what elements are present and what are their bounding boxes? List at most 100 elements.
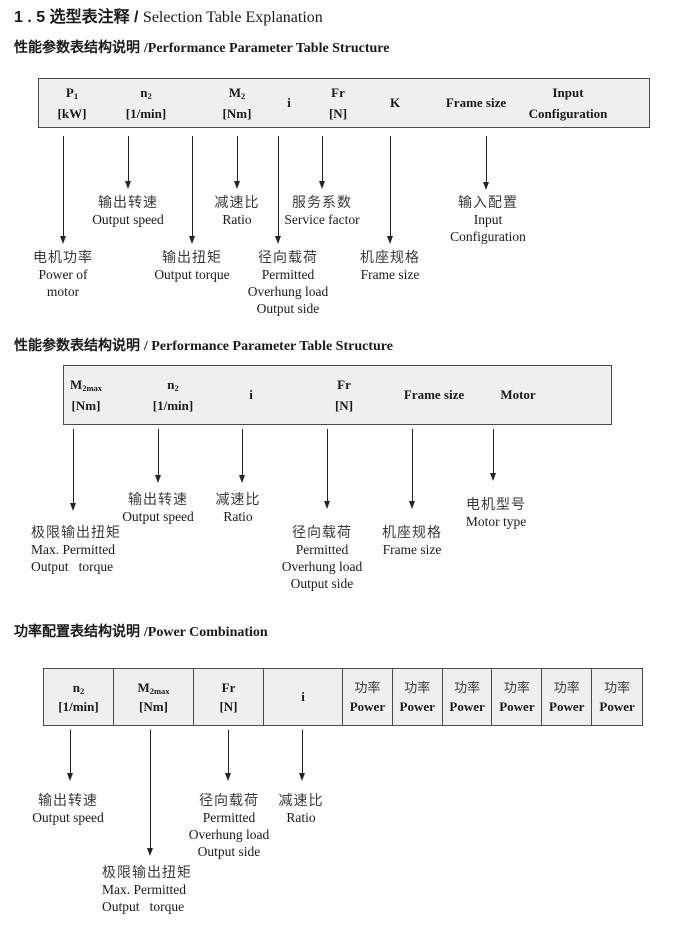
table2-col-m2max: M2max [Nm]	[70, 366, 102, 424]
table1-col-frame-size-text: Frame size	[445, 95, 507, 110]
label-max-output-torque: 极限输出扭矩 Max. Permitted Output torque	[31, 524, 121, 575]
table3-col-i: i	[264, 669, 343, 725]
table1-col-i-symbol: i	[287, 95, 291, 110]
table3-col-i-symbol: i	[301, 689, 305, 704]
label-overhung-load-zh: 径向载荷	[291, 524, 352, 540]
section1-heading-en: /Performance Parameter Table Structure	[143, 41, 390, 56]
down-arrow-icon	[275, 136, 281, 244]
label-max-output-torque-en2: Output torque	[31, 559, 114, 574]
label-frame-size: 机座规格 Frame size	[382, 524, 442, 558]
label-ratio: 减速比 Ratio	[216, 491, 261, 525]
label-output-speed-zh: 输出转速	[38, 792, 98, 808]
down-arrow-icon	[155, 429, 161, 483]
table2-col-n2-symbol: n2	[167, 376, 179, 393]
down-arrow-icon	[239, 429, 245, 483]
label-ratio: 减速比 Ratio	[215, 194, 260, 228]
label-output-torque: 输出扭矩 Output torque	[154, 249, 229, 283]
label-service-factor-en: Service factor	[284, 212, 360, 227]
table1-col-n2: n2 [1/min]	[126, 79, 166, 127]
table3-col-n2-symbol: n2	[72, 679, 85, 696]
table1-col-p1-symbol: P1	[65, 84, 79, 101]
table1-col-k-symbol: K	[389, 95, 401, 110]
performance-table-2-header: M2max [Nm] n2 [1/min] i Fr [N] Frame siz…	[63, 365, 612, 425]
power-label-zh: 功率	[454, 679, 481, 695]
table2-col-m2max-unit: [Nm]	[71, 397, 101, 413]
table3-col-power-3: 功率 Power	[443, 669, 493, 725]
label-power-of-motor-en2: motor	[46, 284, 80, 299]
label-power-of-motor-zh: 电机功率	[33, 249, 93, 265]
table3-col-m2max-unit: [Nm]	[139, 698, 168, 714]
table2-col-fr-symbol: Fr	[337, 376, 351, 392]
label-service-factor-zh: 服务系数	[292, 194, 352, 210]
label-input-configuration: 输入配置 Input Configuration	[450, 194, 526, 245]
table3-col-power-6: 功率 Power	[592, 669, 642, 725]
table3-col-m2max: M2max [Nm]	[114, 669, 194, 725]
label-max-output-torque-en1: Max. Permitted	[31, 542, 115, 557]
table1-col-m2: M2 [Nm]	[223, 79, 252, 127]
label-max-output-torque: 极限输出扭矩 Max. Permitted Output torque	[102, 864, 192, 915]
section3-heading-zh: 功率配置表结构说明	[14, 623, 144, 639]
table3-col-power-2: 功率 Power	[393, 669, 443, 725]
section1-heading-zh: 性能参数表结构说明	[14, 39, 144, 55]
label-input-configuration-zh: 输入配置	[458, 194, 518, 210]
label-overhung-load-en3: Output side	[197, 844, 261, 859]
power-label-zh: 功率	[604, 679, 631, 695]
label-overhung-load-en3: Output side	[256, 301, 320, 316]
power-label-zh: 功率	[503, 679, 530, 695]
label-frame-size-en: Frame size	[382, 542, 442, 557]
down-arrow-icon	[60, 136, 66, 244]
label-motor-type: 电机型号 Motor type	[466, 496, 526, 530]
label-ratio-zh: 减速比	[278, 792, 324, 808]
label-max-output-torque-zh: 极限输出扭矩	[102, 864, 192, 880]
label-output-speed-en: Output speed	[32, 810, 104, 825]
label-output-speed-zh: 输出转速	[128, 491, 188, 507]
power-label-en: Power	[449, 698, 485, 714]
table1-col-m2-unit: [Nm]	[222, 105, 252, 121]
label-output-speed-en: Output speed	[122, 509, 194, 524]
power-label-en: Power	[599, 698, 635, 714]
label-ratio-zh: 减速比	[214, 194, 260, 210]
section3-heading-en: /Power Combination	[143, 625, 268, 640]
table1-col-input-config: Input Configuration	[529, 79, 608, 127]
section3-heading: 功率配置表结构说明 /Power Combination	[14, 622, 268, 642]
label-service-factor: 服务系数 Service factor	[284, 194, 359, 228]
label-max-output-torque-en2: Output torque	[102, 899, 185, 914]
table2-col-fr: Fr [N]	[335, 366, 353, 424]
label-motor-type-zh: 电机型号	[466, 496, 526, 512]
down-arrow-icon	[387, 136, 393, 244]
label-power-of-motor-en1: Power of	[38, 267, 88, 282]
label-overhung-load: 径向载荷 Permitted Overhung load Output side	[248, 249, 329, 317]
label-overhung-load-zh: 径向载荷	[257, 249, 318, 265]
section2-heading: 性能参数表结构说明 / Performance Parameter Table …	[14, 336, 393, 356]
down-arrow-icon	[324, 429, 330, 509]
down-arrow-icon	[483, 136, 489, 190]
label-frame-size-zh: 机座规格	[382, 524, 442, 540]
power-label-en: Power	[399, 698, 435, 714]
label-output-speed: 输出转速 Output speed	[32, 792, 104, 826]
down-arrow-icon	[490, 429, 496, 481]
page-title-zh: 1 . 5 选型表注释 /	[14, 9, 143, 26]
power-label-en: Power	[549, 698, 585, 714]
down-arrow-icon	[299, 730, 305, 781]
table3-col-power-1: 功率 Power	[343, 669, 393, 725]
down-arrow-icon	[225, 730, 231, 781]
table3-col-power-5: 功率 Power	[542, 669, 593, 725]
table1-col-fr: Fr [N]	[329, 79, 347, 127]
label-output-torque-zh: 输出扭矩	[162, 249, 222, 265]
table1-col-i: i	[287, 79, 291, 127]
label-max-output-torque-en1: Max. Permitted	[102, 882, 186, 897]
down-arrow-icon	[125, 136, 131, 189]
table1-col-n2-unit: [1/min]	[125, 105, 167, 121]
power-combination-table-header: n2 [1/min] M2max [Nm] Fr [N] i 功率 Power …	[43, 668, 643, 726]
label-power-of-motor: 电机功率 Power of motor	[33, 249, 93, 300]
label-ratio: 减速比 Ratio	[279, 792, 324, 826]
table2-col-n2-unit: [1/min]	[152, 397, 194, 413]
down-arrow-icon	[234, 136, 240, 189]
table2-col-frame-size-text: Frame size	[403, 387, 465, 402]
label-overhung-load-zh: 径向载荷	[198, 792, 259, 808]
page-title: 1 . 5 选型表注释 / Selection Table Explanatio…	[14, 8, 323, 28]
label-overhung-load-en1: Permitted	[295, 542, 349, 557]
section2-heading-en: / Performance Parameter Table Structure	[143, 339, 393, 354]
label-overhung-load: 径向载荷 Permitted Overhung load Output side	[189, 792, 270, 860]
